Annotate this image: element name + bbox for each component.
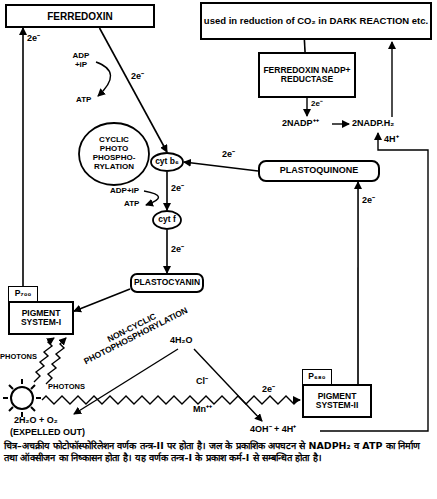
node-text: PLASTOQUINONE bbox=[280, 166, 358, 176]
text-label: 4H₂O bbox=[170, 336, 193, 346]
text-label: ATP bbox=[124, 200, 139, 209]
ellipse-shape bbox=[153, 211, 181, 229]
edge-label: 2e⁻ bbox=[222, 150, 235, 160]
carrier-box: FERREDOXIN bbox=[5, 4, 155, 28]
edge-label: 2e⁻ bbox=[27, 34, 40, 44]
edge-label: 2e⁻ bbox=[171, 245, 184, 255]
text-label: (EXPELLED OUT) bbox=[10, 428, 85, 438]
text-label: 4OH⁻ + 4H⁺ bbox=[250, 425, 296, 435]
cyclic-atp-arc bbox=[96, 62, 111, 96]
reaction-centre-box: P₆₈₀ bbox=[302, 369, 332, 385]
text-label: ADP +iP bbox=[68, 52, 94, 70]
carrier-box: PLASTOQUINONE bbox=[258, 160, 380, 182]
text-label: PHOTONS bbox=[48, 383, 85, 391]
node-text: P₆₈₀ bbox=[308, 372, 325, 381]
sun-symbol bbox=[11, 387, 33, 409]
cycle-oval: CYCLIC PHOTO PHOSPHO- RYLATION bbox=[78, 122, 150, 186]
electron-arrow bbox=[74, 289, 130, 311]
photosystem-box: PIGMENT SYSTEM-I bbox=[8, 301, 74, 335]
enzyme-box: FERREDOXIN NADP+ REDUCTASE bbox=[258, 52, 356, 98]
carrier-box: PLASTOCYANIN bbox=[130, 273, 204, 293]
carrier-ellipse: cyt b₆ bbox=[150, 152, 184, 172]
edge-label: 2e⁻ bbox=[171, 184, 184, 194]
electron-arrow bbox=[166, 172, 168, 210]
electron-arrow bbox=[166, 230, 168, 273]
photon-zigzag bbox=[42, 396, 300, 404]
nadp-arrow bbox=[306, 98, 307, 116]
node-text: PLASTOCYANIN bbox=[134, 278, 200, 287]
ellipse-shape bbox=[79, 123, 149, 185]
node-text: CYCLIC PHOTO PHOSPHO- RYLATION bbox=[87, 136, 141, 171]
text-label: NON-CYCLIC PHOTOPHOSPHORYLATION bbox=[72, 295, 196, 371]
carrier-ellipse: cyt f bbox=[152, 210, 182, 230]
node-text: P₇₀₀ bbox=[15, 289, 32, 298]
text-label: Cl⁻ bbox=[196, 377, 208, 387]
node-text: cyt b₆ bbox=[155, 157, 179, 166]
edge-label: 2e⁻ bbox=[362, 196, 375, 206]
photosystem-box: PIGMENT SYSTEM-II bbox=[302, 384, 372, 418]
nadph-arrow bbox=[391, 42, 392, 117]
text-label: 2NADP.H₂ bbox=[352, 119, 394, 129]
nadp-arrow bbox=[332, 123, 349, 124]
node-text: used in reduction of CO₂ in DARK REACTIO… bbox=[204, 16, 428, 26]
ellipse-shape bbox=[151, 153, 183, 171]
electron-arrow bbox=[304, 40, 306, 52]
text-label: 4H⁺ bbox=[384, 135, 399, 145]
text-label: PHOTONS bbox=[0, 353, 37, 361]
electron-arrow bbox=[184, 162, 258, 171]
electron-arrow bbox=[22, 28, 24, 286]
text-label: ATP bbox=[76, 96, 91, 105]
figure-caption: चित्र–अचक्रीय फोटोफॉस्फोरिलेशन वर्णक तन्… bbox=[4, 440, 433, 465]
water-split-line bbox=[194, 349, 262, 421]
text-label: ADP+iP bbox=[110, 187, 139, 196]
photon-zigzag bbox=[34, 338, 54, 382]
edge-label: 2e⁻ bbox=[131, 72, 144, 82]
text-label: 2e⁻ bbox=[262, 385, 275, 395]
cyclic-atp-arc bbox=[144, 191, 159, 205]
text-label: Mn⁺⁺ bbox=[193, 405, 212, 415]
photon-zigzag bbox=[46, 338, 66, 384]
node-text: FERREDOXIN bbox=[47, 11, 113, 22]
node-text: cyt f bbox=[158, 215, 175, 224]
electron-arrow bbox=[357, 182, 359, 384]
text-label: 2H₂O + O₂ bbox=[14, 416, 58, 426]
sun-rays bbox=[3, 379, 41, 417]
node-text: FERREDOXIN NADP+ REDUCTASE bbox=[260, 66, 354, 85]
node-text: PIGMENT SYSTEM-II bbox=[304, 392, 370, 411]
node-text: PIGMENT SYSTEM-I bbox=[10, 309, 72, 328]
text-label: 2NADP⁺⁺ bbox=[282, 119, 319, 129]
note-box: used in reduction of CO₂ in DARK REACTIO… bbox=[200, 2, 432, 40]
reaction-centre-box: P₇₀₀ bbox=[8, 286, 38, 302]
text-label: 2e⁻ bbox=[311, 100, 323, 109]
